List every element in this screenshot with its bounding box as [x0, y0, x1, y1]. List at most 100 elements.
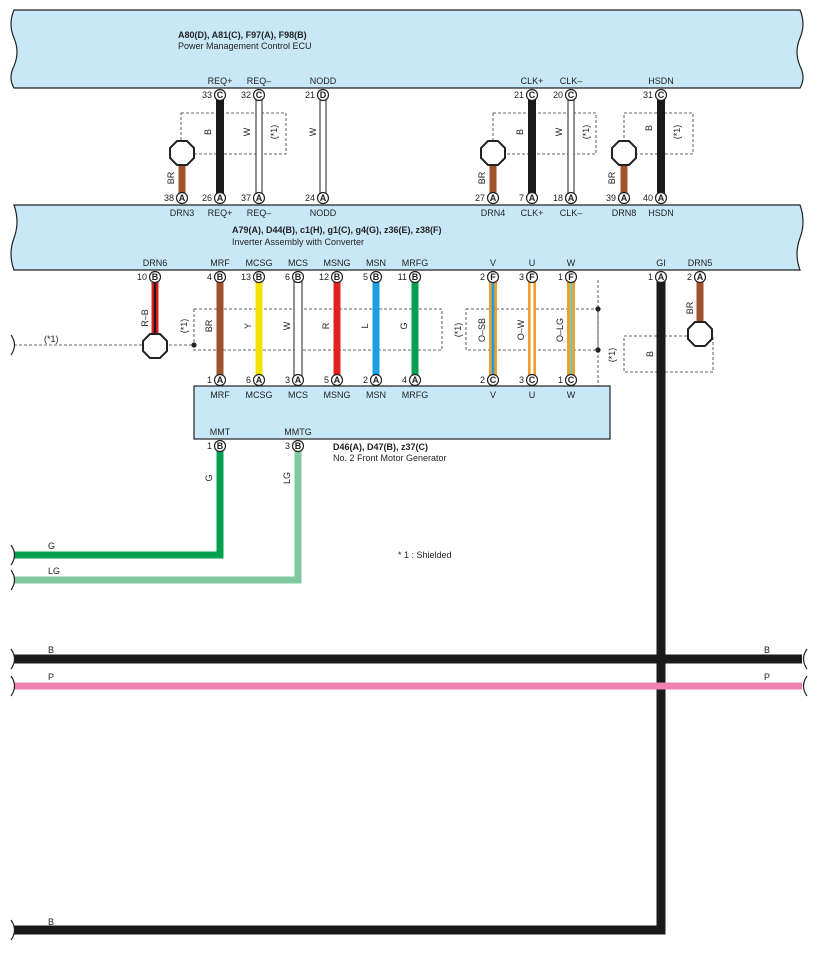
- shield-note: * 1 : Shielded: [398, 550, 452, 560]
- inv-bot-pin-9-num: 1: [558, 272, 563, 282]
- inv-bot-pin-4-conn: B: [334, 272, 341, 282]
- inv-bot-pin-8-circle: [525, 270, 539, 284]
- inv-bot-pin-8-label: U: [529, 258, 536, 268]
- motor-top-pin-7-circle: [525, 373, 539, 387]
- motor-top-pin-2-num: 3: [285, 375, 290, 385]
- motor-top-pin-5-conn: A: [412, 375, 419, 385]
- ecu-pin-0-label: REQ+: [208, 76, 233, 86]
- inv-bot-pin-0-num: 10: [137, 272, 147, 282]
- inv-bot-pin-6-label: MRFG: [402, 258, 429, 268]
- inv-bot-pin-3-label: MCS: [288, 258, 308, 268]
- motor-top-pin-1-num: 6: [246, 375, 251, 385]
- inv-top-pin-6-label: CLK–: [560, 208, 583, 218]
- break-right-0: [802, 648, 808, 670]
- inv-bot-pin-11-num: 2: [687, 272, 692, 282]
- motor-top-pin-7-conn: C: [529, 375, 536, 385]
- motor-top-pin-8-conn: C: [568, 375, 575, 385]
- inv-bot-pin-2-num: 13: [241, 272, 251, 282]
- inv-bot-pin-3-conn: B: [295, 272, 302, 282]
- lower-wire-label-2: BR: [204, 319, 214, 332]
- lower-wire-label-7: G: [399, 322, 409, 329]
- inv-top-pin-3-num: 24: [305, 193, 315, 203]
- ecu-pin-2-num: 21: [305, 90, 315, 100]
- motor-top-pin-6-circle: [486, 373, 500, 387]
- inv-bot-pin-2-circle: [252, 270, 266, 284]
- inv-bot-pin-10-label: GI: [656, 258, 666, 268]
- motor-top-pin-1-circle: [252, 373, 266, 387]
- inv-top-pin-4-label: DRN4: [481, 208, 506, 218]
- ecu-pin-3-num: 21: [514, 90, 524, 100]
- shield-motor-sensor: [193, 308, 443, 351]
- inv-top-pin-0-conn: A: [179, 193, 186, 203]
- shield-clk: [492, 112, 597, 155]
- mmt-wire-label: G: [204, 474, 214, 481]
- inv-top-pin-6-conn: A: [568, 193, 575, 203]
- bus-label-right-2: B: [764, 645, 770, 655]
- mmtg-wire-label: LG: [282, 472, 292, 484]
- motor-top-pin-2-conn: A: [295, 375, 302, 385]
- upper-wire-label-8: (*1): [581, 125, 591, 140]
- motor-bot-pin-0-label: MMT: [210, 427, 231, 437]
- break-left-4: [10, 675, 16, 697]
- junction-motor-shield: [191, 342, 197, 348]
- break-right-1: [802, 675, 808, 697]
- drn5-shield-ground: [687, 321, 713, 347]
- inv-top-pin-6-num: 18: [553, 193, 563, 203]
- bus-label-left-1: LG: [48, 566, 60, 576]
- motor-top-pin-5-num: 4: [402, 375, 407, 385]
- motor-top-pin-5-circle: [408, 373, 422, 387]
- wire-mmt: [14, 446, 224, 559]
- inv-top-pin-0-num: 38: [164, 193, 174, 203]
- motor-top-pin-7-label: U: [529, 390, 536, 400]
- ecu-pin-2-conn: D: [320, 90, 327, 100]
- inv-top-pin-0-label: DRN3: [170, 208, 195, 218]
- inv-top-pin-1-label: REQ+: [208, 208, 233, 218]
- motor-top-pin-3-label: MSNG: [324, 390, 351, 400]
- wire-gi: [14, 277, 666, 935]
- break-left-3: [10, 648, 16, 670]
- motor-bot-pin-1-conn: B: [295, 441, 302, 451]
- motor-top-pin-8-label: W: [567, 390, 576, 400]
- lower-wire-label-11: O–LG: [555, 318, 565, 342]
- break-left-2: [10, 569, 16, 591]
- motor-top-pin-1-conn: A: [256, 375, 263, 385]
- wire-mmtg: [14, 446, 302, 584]
- motor-top-pin-1-label: MCSG: [246, 390, 273, 400]
- motor-top-pin-4-num: 2: [363, 375, 368, 385]
- inv-top-pin-4-conn: A: [490, 193, 497, 203]
- inv-bot-pin-5-conn: B: [373, 272, 380, 282]
- inv-top-pin-8-circle: [654, 191, 668, 205]
- inv-bot-pin-7-label: V: [490, 258, 496, 268]
- upper-wire-label-1: B: [203, 129, 213, 135]
- inv-top-pin-1-circle: [213, 191, 227, 205]
- inv-top-pin-1-conn: A: [217, 193, 224, 203]
- inv-bot-pin-7-conn: F: [490, 272, 496, 282]
- break-left-5: [10, 919, 16, 941]
- inv-bot-pin-0-conn: B: [152, 272, 159, 282]
- motor-top-pin-4-label: MSN: [366, 390, 386, 400]
- lower-wire-label-3: Y: [243, 323, 253, 329]
- inv-bot-pin-6-conn: B: [412, 272, 419, 282]
- bus-label-left-2: B: [48, 645, 54, 655]
- motor-bot-pin-1-circle: [291, 439, 305, 453]
- motor-top-pin-2-circle: [291, 373, 305, 387]
- inv-top-pin-3-conn: A: [320, 193, 327, 203]
- motor-top-pin-4-conn: A: [373, 375, 380, 385]
- inv-bot-pin-7-num: 2: [480, 272, 485, 282]
- lower-wire-label-4: W: [282, 321, 292, 330]
- inv-bot-pin-10-num: 1: [648, 272, 653, 282]
- ecu-pin-5-num: 31: [643, 90, 653, 100]
- inv-bot-pin-4-label: MSNG: [324, 258, 351, 268]
- drn8-shield-ground: [611, 140, 637, 166]
- bus-label-left-4: B: [48, 917, 54, 927]
- motor-top-pin-8-num: 1: [558, 375, 563, 385]
- shield-gi: [623, 335, 714, 373]
- inv-bot-pin-2-label: MCSG: [246, 258, 273, 268]
- upper-wire-label-6: B: [515, 129, 525, 135]
- ecu-pin-1-num: 32: [241, 90, 251, 100]
- motor-top-pin-0-num: 1: [207, 375, 212, 385]
- inv-bot-pin-9-label: W: [567, 258, 576, 268]
- inv-top-pin-0-circle: [175, 191, 189, 205]
- motor-top-pin-6-num: 2: [480, 375, 485, 385]
